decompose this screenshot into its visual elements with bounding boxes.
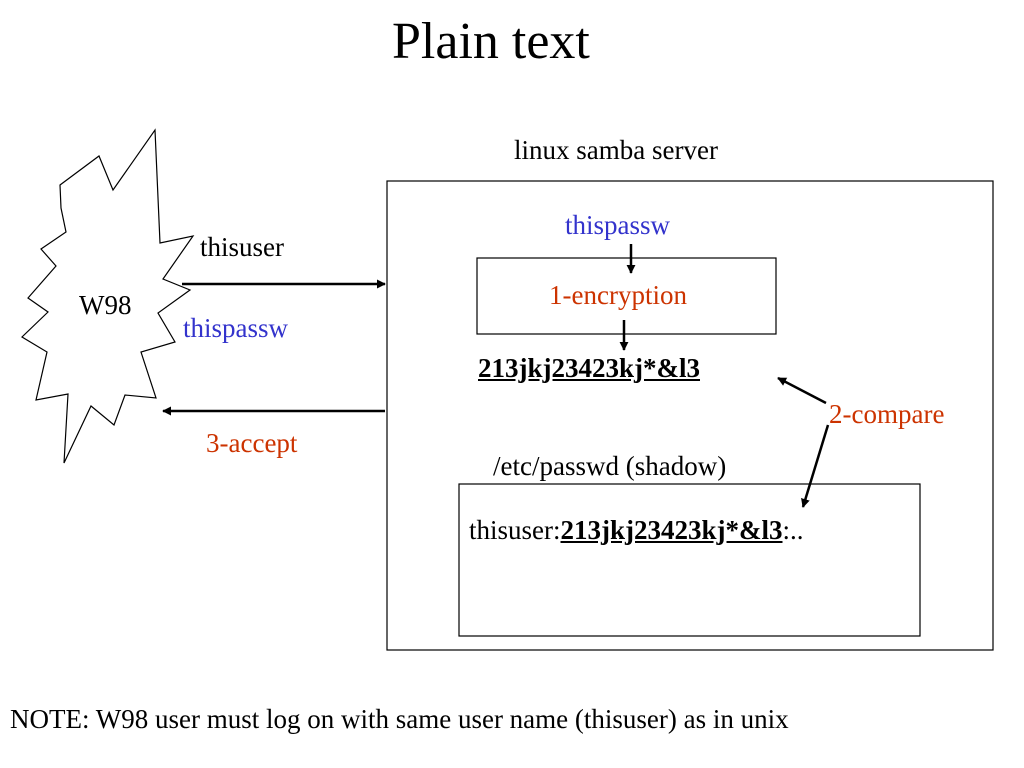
passwd-entry-rest: :..: [782, 515, 804, 545]
server-box: [386, 180, 994, 651]
passwd-entry-user: thisuser:: [469, 515, 561, 545]
server-password-input: thispassw: [565, 210, 671, 240]
client-user-label: thisuser: [200, 232, 284, 262]
accept-label: 3-accept: [206, 428, 298, 458]
w98-star-shape: [21, 128, 195, 464]
compare-to-entry-arrow: [801, 424, 830, 508]
encryption-label: 1-encryption: [549, 280, 687, 310]
compare-to-hash-arrow: [777, 376, 827, 405]
passwd-file-box: [458, 483, 921, 637]
client-name: W98: [79, 290, 132, 320]
encrypted-hash: 213jkj23423kj*&l3: [478, 353, 700, 383]
server-label: linux samba server: [514, 135, 718, 165]
encryption-box: [476, 257, 777, 335]
passwd-entry-hash: 213jkj23423kj*&l3: [560, 515, 783, 545]
compare-label: 2-compare: [829, 399, 945, 429]
client-password-label: thispassw: [183, 313, 289, 343]
footer-note: NOTE: W98 user must log on with same use…: [10, 704, 789, 734]
passwd-entry: thisuser:213jkj23423kj*&l3:..: [469, 517, 804, 544]
page-title: Plain text: [392, 13, 590, 70]
passwd-file-label: /etc/passwd (shadow): [493, 451, 727, 481]
